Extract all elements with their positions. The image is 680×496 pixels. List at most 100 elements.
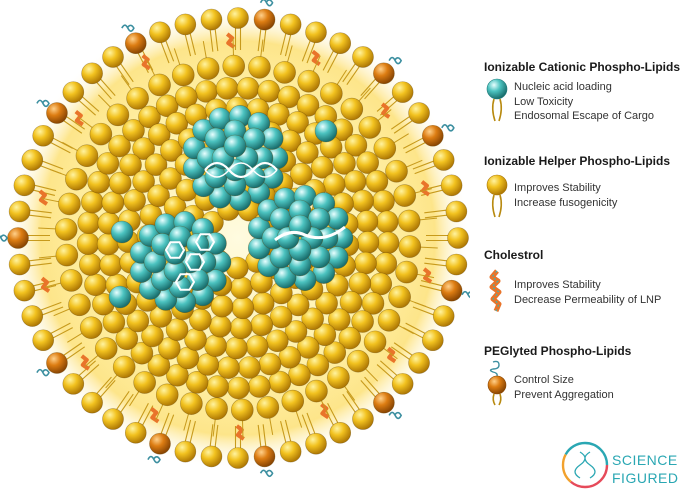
lipid-tail <box>417 217 438 221</box>
helper-lipid <box>327 366 350 389</box>
lipid-tail <box>419 280 443 292</box>
helper-lipid <box>96 152 120 175</box>
lipid-tail <box>311 55 321 75</box>
helper-lipid <box>124 422 147 444</box>
helper-lipid <box>224 336 248 360</box>
lipid-tail <box>360 78 380 100</box>
helper-lipid <box>130 341 154 365</box>
helper-lipid <box>385 159 408 183</box>
lipid-tail <box>98 94 113 110</box>
lipid-tail <box>280 33 292 57</box>
lipid-tail <box>391 133 409 145</box>
helper-lipid <box>391 81 414 103</box>
helper-lipid <box>13 279 36 302</box>
helper-lipid <box>132 137 155 160</box>
helper-lipid <box>338 326 362 350</box>
orange-sphere-peg-lipid-icon <box>487 360 507 406</box>
cholesterol <box>420 180 431 197</box>
helper-lipid <box>310 155 334 179</box>
helper-lipid <box>165 318 189 341</box>
desc-line: Low Toxicity <box>514 95 574 108</box>
lipid-tail <box>146 59 157 79</box>
helper-lipid <box>174 440 197 463</box>
helper-lipid <box>393 184 416 207</box>
helper-lipid <box>305 21 327 44</box>
helper-lipid <box>84 273 107 297</box>
legend: Ionizable Cationic Phospho-Lipids Nuclei… <box>484 0 680 440</box>
helper-lipid <box>106 103 130 127</box>
desc-line: Nucleic acid loading <box>514 81 612 93</box>
lipid-tail <box>116 390 134 413</box>
lipid-tail <box>84 353 101 367</box>
helper-lipid <box>13 174 36 197</box>
cationic-lipid <box>307 207 331 231</box>
helper-lipid <box>208 314 232 338</box>
cationic-lipid <box>307 245 331 269</box>
small-molecule-ring <box>184 253 206 271</box>
lipid-tail <box>105 372 120 389</box>
cholesterol <box>380 102 391 119</box>
lipid-tail <box>426 234 448 242</box>
helper-lipid <box>75 144 99 168</box>
helper-lipid <box>356 231 380 254</box>
peg-chain <box>461 290 470 299</box>
cationic-lipid <box>223 134 247 158</box>
helper-lipid <box>102 408 124 430</box>
lipid-tail <box>120 75 134 93</box>
lipid-tail <box>96 376 116 398</box>
helper-lipid <box>21 149 44 171</box>
peg-chain <box>121 24 135 32</box>
lipid-tail <box>53 307 73 317</box>
helper-lipid <box>245 335 269 358</box>
lipid-tail <box>286 45 293 65</box>
helper-lipid <box>147 123 171 146</box>
lipid-tail <box>376 360 398 380</box>
helper-lipid <box>352 408 374 430</box>
helper-lipid <box>351 310 374 333</box>
helper-lipid <box>301 307 324 331</box>
helper-lipid <box>55 243 79 267</box>
lipid-tail <box>40 301 64 316</box>
yellow-sphere-lipid-icon <box>486 174 508 218</box>
helper-lipid <box>279 440 302 463</box>
helper-lipid <box>296 141 319 164</box>
lipid-tail <box>160 40 175 64</box>
helper-lipid <box>361 292 385 315</box>
lipid-tail <box>301 412 316 436</box>
helper-lipid <box>77 211 101 235</box>
lipid-tail <box>63 342 86 360</box>
helper-lipid <box>351 189 374 213</box>
helper-lipid <box>185 371 209 394</box>
helper-lipid <box>432 149 455 171</box>
helper-lipid <box>344 134 368 157</box>
legend-title-peg-lipids: PEGlyted Phospho-Lipids <box>484 344 632 358</box>
cationic-lipid <box>110 220 134 244</box>
peg-chain <box>147 455 161 464</box>
helper-lipid <box>398 235 422 258</box>
peg-chain <box>36 99 50 108</box>
helper-lipid <box>305 432 327 455</box>
helper-lipid <box>408 102 430 124</box>
nucleic-acid-strand <box>274 225 346 242</box>
helper-lipid <box>94 337 118 360</box>
peg-lipid <box>253 8 276 31</box>
helper-lipid <box>196 57 220 80</box>
lipid-tail <box>160 412 175 436</box>
nucleic-acid-strand <box>204 162 278 178</box>
lipid-tail <box>116 63 134 86</box>
helper-lipid <box>147 354 171 377</box>
helper-lipid <box>108 171 132 195</box>
helper-lipid <box>60 269 83 292</box>
helper-lipid <box>229 316 253 340</box>
lipid-tail <box>395 323 414 335</box>
helper-lipid <box>32 124 54 147</box>
helper-lipid <box>159 167 182 190</box>
desc-line: Control Size <box>514 374 574 386</box>
helper-lipid <box>333 152 356 175</box>
lipid-tail <box>301 40 316 64</box>
lipid-tail <box>294 408 303 428</box>
peg-lipid <box>422 124 444 147</box>
lipid-tail <box>67 331 85 343</box>
helper-lipid <box>8 253 31 276</box>
helper-lipid <box>352 46 374 68</box>
